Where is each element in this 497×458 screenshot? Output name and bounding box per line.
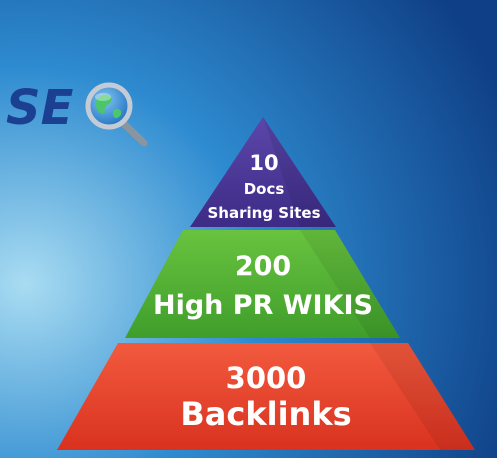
top-tier-number: 10 bbox=[249, 151, 278, 175]
pyramid-tier-top bbox=[190, 117, 336, 227]
logo-text: SE bbox=[6, 80, 74, 136]
pyramid: 10 Docs Sharing Sites 200 High PR WIKIS … bbox=[57, 117, 475, 450]
bottom-tier-label: Backlinks bbox=[180, 395, 351, 433]
seo-logo: SE bbox=[6, 80, 148, 147]
middle-tier-number: 200 bbox=[235, 251, 291, 282]
bottom-tier-number: 3000 bbox=[226, 361, 307, 395]
magnifying-glass-globe-icon bbox=[85, 82, 148, 147]
pyramid-tier-middle bbox=[125, 230, 400, 338]
top-tier-line2: Sharing Sites bbox=[208, 204, 321, 222]
pyramid-tier-bottom bbox=[57, 343, 475, 450]
middle-tier-label: High PR WIKIS bbox=[153, 290, 373, 321]
top-tier-line1: Docs bbox=[244, 180, 285, 198]
